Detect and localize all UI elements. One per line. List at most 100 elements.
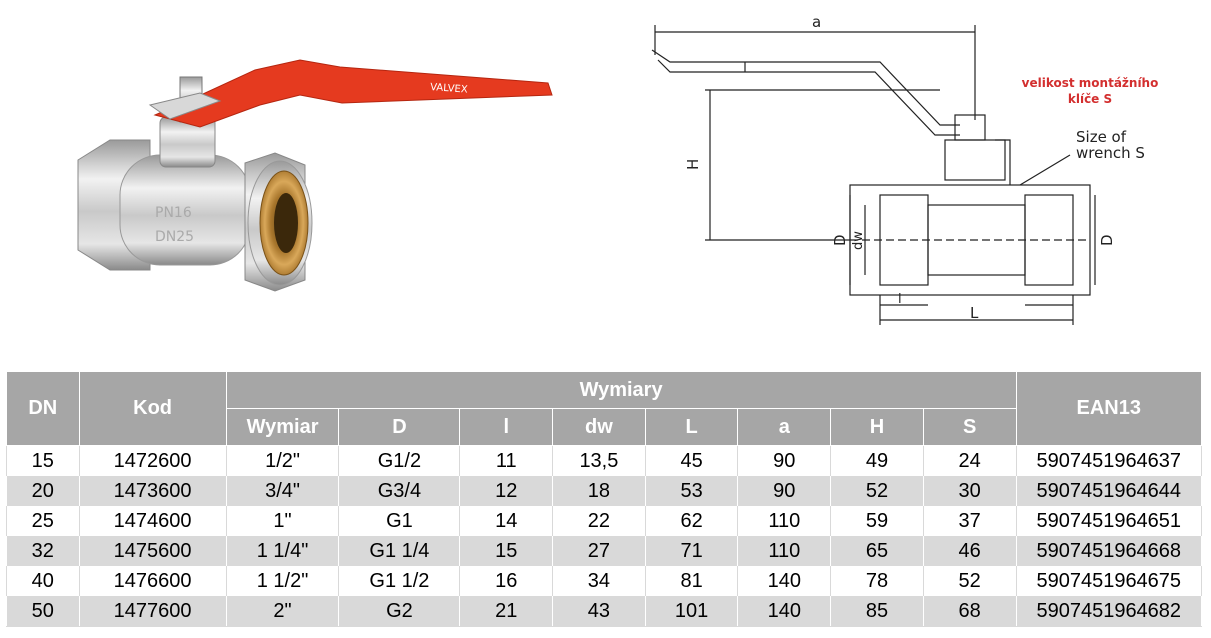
table-cell: 62	[644, 506, 739, 536]
table-cell: 1 1/4"	[225, 536, 340, 566]
subheader-cell: H	[830, 408, 924, 446]
wrench-size-note: velikost montážního klíče S	[1010, 75, 1170, 107]
table-cell: 5907451964651	[1015, 506, 1203, 536]
table-cell: 52	[830, 476, 924, 506]
wrench-size-label-1: Size of	[1076, 128, 1127, 146]
table-cell: 5907451964682	[1015, 596, 1203, 627]
table-cell: 43	[552, 596, 646, 627]
subheader-cell: L	[644, 408, 739, 446]
table-cell: 3/4"	[225, 476, 340, 506]
body-marking-pn: PN16	[155, 205, 192, 221]
handle-brand-text: VALVEX	[430, 82, 468, 96]
note-line-1: velikost montážního	[1021, 76, 1159, 90]
table-cell: G1	[338, 506, 461, 536]
table-cell: 2"	[225, 596, 340, 627]
table-cell: 14	[459, 506, 554, 536]
subheader-cell: a	[737, 408, 832, 446]
table-cell: 53	[644, 476, 739, 506]
table-cell: 52	[922, 566, 1017, 596]
table-cell: 65	[830, 536, 924, 566]
table-cell: 1477600	[78, 596, 227, 627]
table-cell: 15	[459, 536, 554, 566]
table-cell: 5907451964668	[1015, 536, 1203, 566]
table-cell: 5907451964675	[1015, 566, 1203, 596]
table-cell: 30	[922, 476, 1017, 506]
header-kod: Kod	[78, 371, 227, 446]
table-cell: 25	[6, 506, 80, 536]
table-cell: 110	[737, 536, 832, 566]
table-cell: 110	[737, 506, 832, 536]
table-cell: 40	[6, 566, 80, 596]
table-cell: 46	[922, 536, 1017, 566]
table-cell: 11	[459, 445, 554, 476]
dim-L-label: L	[970, 304, 979, 322]
dim-a-label: a	[812, 13, 821, 31]
table-cell: 5907451964644	[1015, 476, 1203, 506]
table-cell: 140	[737, 596, 832, 627]
table-cell: G1/2	[338, 445, 461, 476]
table-cell: 12	[459, 476, 554, 506]
table-cell: 24	[922, 445, 1017, 476]
table-cell: 37	[922, 506, 1017, 536]
table-cell: G1 1/4	[338, 536, 461, 566]
subheader-cell: S	[922, 408, 1017, 446]
table-cell: 49	[830, 445, 924, 476]
dim-dw-label: dw	[851, 231, 866, 250]
subheader-cell: D	[338, 408, 461, 446]
subheader-cell: dw	[552, 408, 646, 446]
table-cell: 1473600	[78, 476, 227, 506]
table-cell: 21	[459, 596, 554, 627]
table-cell: 15	[6, 445, 80, 476]
table-cell: 1 1/2"	[225, 566, 340, 596]
table-cell: 27	[552, 536, 646, 566]
dim-l-label: l	[898, 292, 902, 307]
table-cell: 22	[552, 506, 646, 536]
table-cell: 101	[644, 596, 739, 627]
table-cell: G1 1/2	[338, 566, 461, 596]
header-ean13: EAN13	[1015, 371, 1203, 446]
table-cell: 85	[830, 596, 924, 627]
header-wymiary: Wymiary	[225, 371, 1017, 409]
table-cell: 81	[644, 566, 739, 596]
table-cell: 140	[737, 566, 832, 596]
table-cell: 1/2"	[225, 445, 340, 476]
table-cell: 1476600	[78, 566, 227, 596]
table-cell: 90	[737, 445, 832, 476]
wrench-size-label-2: wrench S	[1076, 144, 1145, 162]
table-cell: 71	[644, 536, 739, 566]
table-cell: 5907451964637	[1015, 445, 1203, 476]
subheader-cell: l	[459, 408, 554, 446]
table-cell: G2	[338, 596, 461, 627]
table-cell: 78	[830, 566, 924, 596]
technical-drawing: a H D dw D l L Size of wrench S	[651, 13, 1145, 325]
table-cell: 50	[6, 596, 80, 627]
header-dn: DN	[6, 371, 80, 446]
body-marking-dn: DN25	[155, 229, 194, 245]
dim-h-label: H	[684, 159, 702, 170]
table-cell: 1472600	[78, 445, 227, 476]
table-cell: 18	[552, 476, 646, 506]
table-cell: 1474600	[78, 506, 227, 536]
note-line-2: klíče S	[1067, 92, 1113, 106]
table-cell: 1"	[225, 506, 340, 536]
table-cell: 45	[644, 445, 739, 476]
table-cell: G3/4	[338, 476, 461, 506]
table-cell: 20	[6, 476, 80, 506]
ball-valve-photo: VALVEX PN16 DN25	[77, 59, 553, 292]
dim-d-right-label: D	[1098, 234, 1116, 246]
table-cell: 90	[737, 476, 832, 506]
table-cell: 59	[830, 506, 924, 536]
table-cell: 13,5	[552, 445, 646, 476]
table-cell: 16	[459, 566, 554, 596]
subheader-cell: Wymiar	[225, 408, 340, 446]
table-cell: 34	[552, 566, 646, 596]
